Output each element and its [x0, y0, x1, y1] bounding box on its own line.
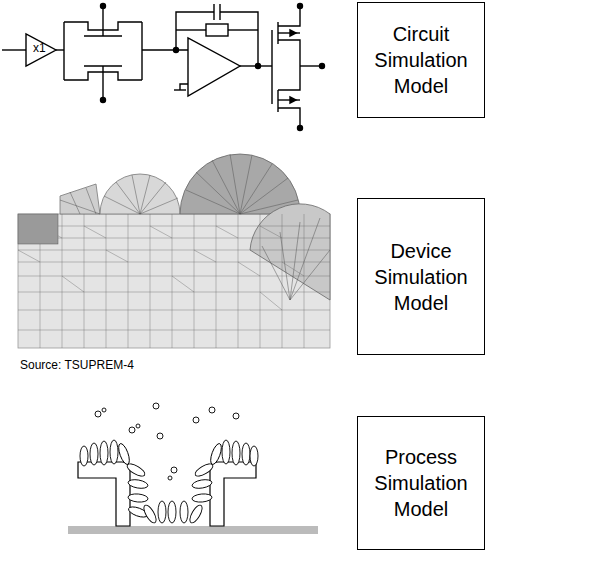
circuit-schematic	[2, 4, 325, 131]
box-label: Device Simulation Model	[366, 238, 476, 316]
process-trench	[68, 403, 318, 534]
model-box: Process Simulation Model	[357, 416, 485, 550]
source-note: Source: TSUPREM-4	[20, 358, 134, 372]
box-label: Process Simulation Model	[366, 444, 476, 522]
model-box: Circuit Simulation Model	[357, 2, 485, 118]
buffer-gain: x1	[33, 41, 46, 55]
box-label: Circuit Simulation Model	[366, 21, 476, 99]
model-box: Device Simulation Model	[357, 198, 485, 355]
device-mesh	[18, 154, 330, 348]
